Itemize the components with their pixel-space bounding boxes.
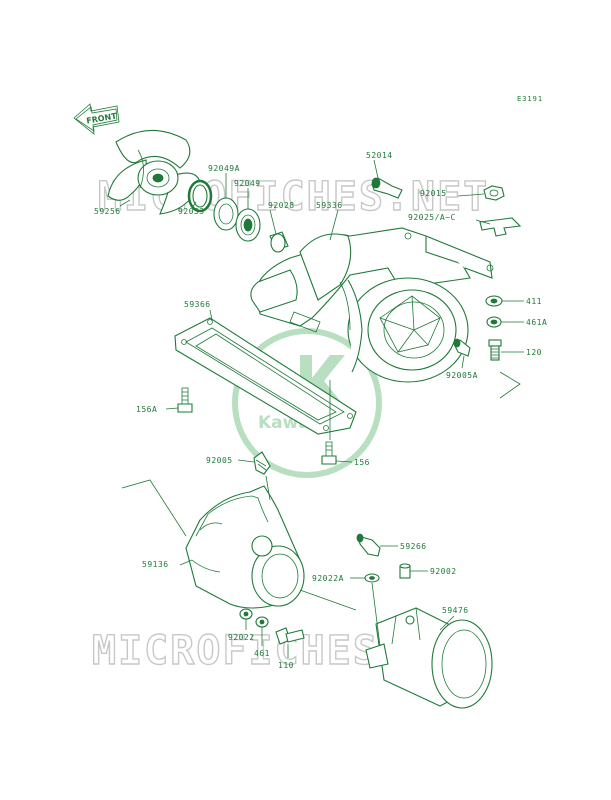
reference-code: E3191 — [517, 95, 543, 103]
nut-part — [483, 185, 505, 201]
label-59266: 59266 — [400, 542, 427, 551]
bolt-part — [488, 339, 502, 361]
label-156a: 156A — [136, 405, 157, 414]
label-92005: 92005 — [206, 456, 233, 465]
front-arrow-icon: FRONT — [73, 103, 120, 135]
grease-nipple-part — [371, 177, 403, 199]
label-59256: 59256 — [94, 207, 121, 216]
label-461a: 461A — [526, 318, 547, 327]
bolt-156-part — [321, 441, 337, 465]
collar-part — [269, 231, 289, 253]
lock-washer-part — [486, 316, 502, 328]
cover-plate-part — [174, 317, 357, 435]
label-92015: 92015 — [420, 189, 447, 198]
label-461: 461 — [254, 649, 270, 658]
label-110: 110 — [278, 661, 294, 670]
lock-washer-461-part — [255, 616, 269, 628]
label-92025: 92025/A~C — [408, 213, 456, 222]
label-92049a: 92049A — [208, 164, 240, 173]
label-59136: 59136 — [142, 560, 169, 569]
label-92002: 92002 — [430, 567, 457, 576]
bearing-inner-part — [235, 208, 261, 242]
label-52014: 52014 — [366, 151, 393, 160]
bolt-110-part — [275, 627, 305, 645]
label-92022: 92022 — [228, 633, 255, 642]
fitting-a-part — [453, 338, 471, 357]
label-92033: 92033 — [178, 207, 205, 216]
pump-case-part — [250, 227, 494, 383]
label-59336: 59336 — [316, 201, 343, 210]
leader-lines — [119, 159, 524, 658]
label-92005a: 92005A — [446, 371, 478, 380]
label-92022a: 92022A — [312, 574, 344, 583]
steering-nozzle-part — [365, 607, 493, 709]
bearing-outer-part — [213, 197, 239, 231]
label-92028: 92028 — [268, 201, 295, 210]
pump-outlet-part — [185, 485, 305, 609]
label-59476: 59476 — [442, 606, 469, 615]
label-59366: 59366 — [184, 300, 211, 309]
washer-part — [485, 295, 503, 307]
circlip-part — [187, 179, 213, 213]
label-120: 120 — [526, 348, 542, 357]
washer-92022a-part — [364, 573, 380, 583]
nozzle-fitting-part — [356, 533, 381, 557]
bolt-156a-part — [177, 387, 193, 413]
part-labels: 59256 92033 92049A 92049 92028 59336 520… — [94, 151, 547, 670]
washer-92022-part — [239, 608, 253, 620]
label-92049: 92049 — [234, 179, 261, 188]
screw-part — [399, 563, 411, 579]
shim-part — [479, 217, 522, 237]
impeller-part — [107, 129, 201, 215]
label-156: 156 — [354, 458, 370, 467]
label-411: 411 — [526, 297, 542, 306]
fitting-part — [253, 451, 271, 475]
